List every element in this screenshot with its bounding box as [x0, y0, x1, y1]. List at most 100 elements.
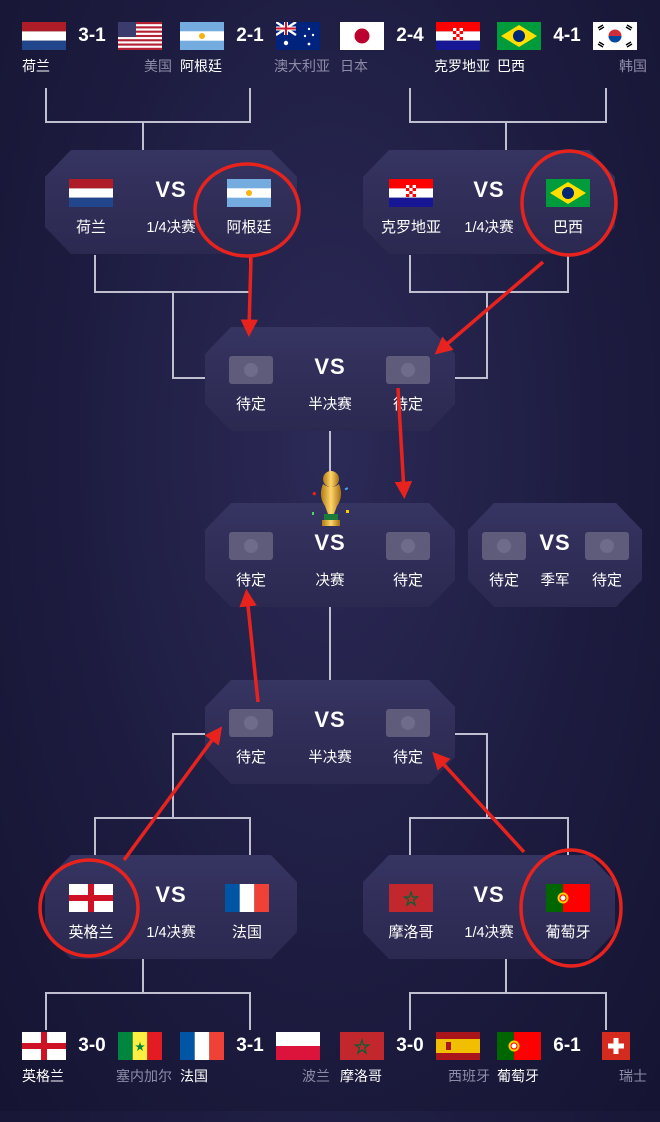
brazil-flag-icon	[497, 22, 541, 50]
match-score: 3-0	[78, 1035, 106, 1056]
vs-label: VS	[155, 882, 187, 907]
team-name: 荷兰	[22, 58, 50, 74]
team-name: 日本	[340, 58, 368, 74]
stage-label: 1/4决赛	[464, 220, 514, 236]
team-name: 待定	[235, 396, 266, 413]
team-name: 待定	[392, 749, 423, 766]
vs-label: VS	[155, 177, 187, 202]
placeholder-flag-icon	[482, 532, 526, 560]
team-name: 摩洛哥	[340, 1068, 382, 1084]
semifinal-2[interactable]: VS 待定 半决赛 待定	[205, 680, 455, 784]
team-name: 待定	[235, 749, 266, 766]
croatia-flag-icon	[389, 179, 433, 207]
r16-match-8[interactable]: 6-1 葡萄牙 瑞士	[497, 1032, 647, 1122]
spain-flag-icon	[436, 1032, 480, 1060]
netherlands-flag-icon	[22, 22, 66, 50]
match-score: 2-4	[396, 25, 424, 46]
r16-match-6[interactable]: 3-1 法国 波兰	[180, 1032, 330, 1122]
vs-label: VS	[314, 354, 346, 379]
portugal-flag-icon	[497, 1032, 541, 1060]
australia-flag-icon	[276, 22, 320, 50]
team-name: 美国	[144, 58, 172, 74]
croatia-flag-icon	[436, 22, 480, 50]
placeholder-flag-icon	[229, 532, 273, 560]
placeholder-flag-icon	[386, 709, 430, 737]
match-score: 3-0	[396, 1035, 424, 1056]
argentina-flag-icon	[227, 179, 271, 207]
team-name: 阿根廷	[180, 58, 222, 74]
argentina-flag-icon	[180, 22, 224, 50]
vs-label: VS	[473, 882, 505, 907]
match-score: 3-1	[78, 25, 106, 46]
team-name: 韩国	[619, 58, 647, 74]
r16-match-1[interactable]: 3-1 荷兰 美国	[22, 22, 172, 112]
switzerland-flag-icon	[602, 1032, 630, 1060]
team-name: 荷兰	[75, 219, 106, 236]
quarterfinal-1[interactable]: VS 荷兰 1/4决赛 阿根廷	[45, 150, 297, 254]
match-score: 3-1	[236, 1035, 264, 1056]
vs-label: VS	[473, 177, 505, 202]
team-name: 葡萄牙	[545, 924, 591, 941]
placeholder-flag-icon	[386, 532, 430, 560]
team-name: 待定	[392, 572, 423, 589]
quarterfinal-3[interactable]: VS 英格兰 1/4决赛 法国	[45, 855, 297, 959]
poland-flag-icon	[276, 1032, 320, 1060]
japan-flag-icon	[340, 22, 384, 50]
team-name: 葡萄牙	[497, 1068, 539, 1084]
quarterfinal-2[interactable]: VS 克罗地亚 1/4决赛 巴西	[363, 150, 615, 254]
match-score: 4-1	[553, 25, 581, 46]
team-name: 澳大利亚	[274, 58, 330, 74]
stage-label: 1/4决赛	[146, 925, 196, 941]
portugal-flag-icon	[546, 884, 590, 912]
morocco-flag-icon	[389, 884, 433, 912]
team-name: 英格兰	[22, 1068, 64, 1084]
team-name: 待定	[591, 572, 622, 589]
r16-match-5[interactable]: 3-0 英格兰 塞内加尔	[22, 1032, 172, 1122]
third-place-match[interactable]: VS 待定 季军 待定	[468, 503, 642, 607]
vs-label: VS	[314, 530, 346, 555]
brazil-flag-icon	[546, 179, 590, 207]
team-name: 塞内加尔	[116, 1068, 172, 1084]
stage-label: 1/4决赛	[464, 925, 514, 941]
team-name: 瑞士	[619, 1068, 647, 1084]
r16-match-4[interactable]: 4-1 巴西 韩国	[497, 22, 647, 112]
team-name: 克罗地亚	[434, 58, 490, 74]
team-name: 克罗地亚	[380, 219, 441, 236]
vs-label: VS	[314, 707, 346, 732]
vs-label: VS	[539, 530, 571, 555]
team-name: 波兰	[302, 1068, 330, 1084]
world-cup-trophy-icon	[310, 470, 352, 532]
netherlands-flag-icon	[69, 179, 113, 207]
team-name: 待定	[235, 572, 266, 589]
stage-label: 决赛	[315, 573, 345, 589]
england-flag-icon	[22, 1032, 66, 1060]
team-name: 巴西	[497, 58, 525, 74]
team-name: 西班牙	[448, 1068, 490, 1084]
quarterfinal-4[interactable]: VS 摩洛哥 1/4决赛 葡萄牙	[363, 855, 615, 959]
semifinal-1[interactable]: VS 待定 半决赛 待定	[205, 327, 455, 431]
team-name: 摩洛哥	[388, 924, 434, 941]
placeholder-flag-icon	[229, 356, 273, 384]
morocco-flag-icon	[340, 1032, 384, 1060]
match-score: 6-1	[553, 1035, 581, 1056]
team-name: 阿根廷	[226, 219, 272, 236]
placeholder-flag-icon	[229, 709, 273, 737]
team-name: 待定	[488, 572, 519, 589]
usa-flag-icon	[118, 22, 162, 50]
team-name: 法国	[180, 1068, 208, 1084]
team-name: 待定	[392, 396, 423, 413]
placeholder-flag-icon	[585, 532, 629, 560]
senegal-flag-icon	[118, 1032, 162, 1060]
r16-match-3[interactable]: 2-4 日本 克罗地亚	[340, 22, 490, 112]
r16-match-2[interactable]: 2-1 阿根廷 澳大利亚	[180, 22, 330, 112]
stage-label: 半决赛	[308, 750, 352, 766]
team-name: 法国	[231, 924, 262, 941]
south-korea-flag-icon	[593, 22, 637, 50]
r16-match-7[interactable]: 3-0 摩洛哥 西班牙	[340, 1032, 490, 1122]
team-name: 巴西	[552, 219, 583, 236]
stage-label: 季军	[540, 573, 570, 589]
france-flag-icon	[225, 884, 269, 912]
placeholder-flag-icon	[386, 356, 430, 384]
match-score: 2-1	[236, 25, 264, 46]
stage-label: 半决赛	[308, 397, 352, 413]
